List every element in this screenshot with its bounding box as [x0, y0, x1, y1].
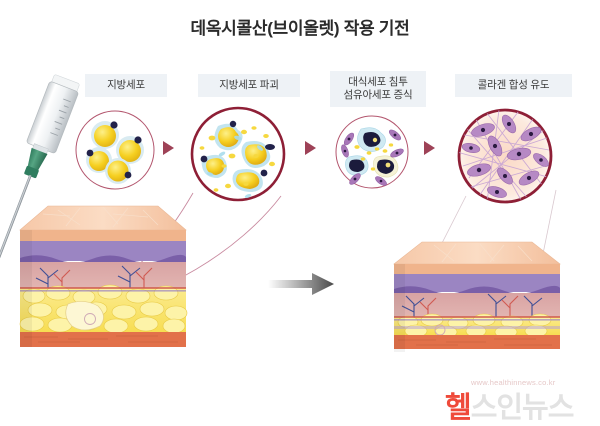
watermark-brand: 헬스인뉴스: [445, 384, 575, 426]
step-label-1: 지방세포: [85, 74, 167, 97]
result-arrow: [268, 273, 334, 295]
step-arrow-3-to-4: [424, 141, 435, 155]
fat-cell-lysis-circle: [190, 106, 286, 202]
step-label-4: 콜라겐 합성 유도: [455, 74, 572, 97]
step-label-2: 지방세포 파괴: [198, 74, 300, 97]
step-arrow-2-to-3: [305, 141, 316, 155]
watermark: www.healthinnews.co.kr 헬스인뉴스: [445, 378, 595, 424]
step-label-3: 대식세포 침투 섬유아세포 증식: [330, 71, 426, 107]
watermark-brand-rest: 스인뉴스: [470, 392, 575, 424]
skin-cross-section-after: [393, 241, 561, 352]
watermark-url: www.healthinnews.co.kr: [471, 378, 556, 387]
macrophage-circle: [335, 115, 409, 189]
watermark-brand-first: 헬: [445, 392, 472, 424]
skin-cross-section-before: [19, 205, 188, 347]
step-arrow-1-to-2: [163, 141, 174, 155]
collagen-circle: [457, 108, 553, 204]
syringe: [0, 74, 80, 281]
fat-cell-circle: [75, 110, 155, 190]
page-title: 데옥시콜산(브이올렛) 작용 기전: [190, 19, 410, 38]
